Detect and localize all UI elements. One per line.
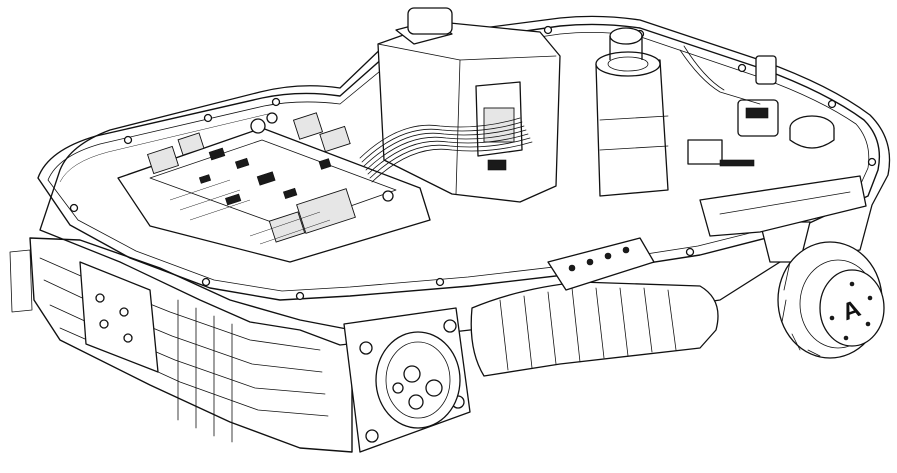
front-caster-wheel: A: [759, 221, 885, 359]
front-vent-grille: [9, 249, 233, 443]
height-adjust-motor: [595, 27, 669, 197]
finned-motor-housing: [470, 237, 719, 377]
right-connector-cluster: [679, 45, 835, 167]
main-pcb: [117, 112, 431, 263]
ribbon-cable: [359, 117, 533, 183]
drive-wheel-hub: [343, 307, 471, 453]
right-side-cover: [699, 175, 867, 237]
